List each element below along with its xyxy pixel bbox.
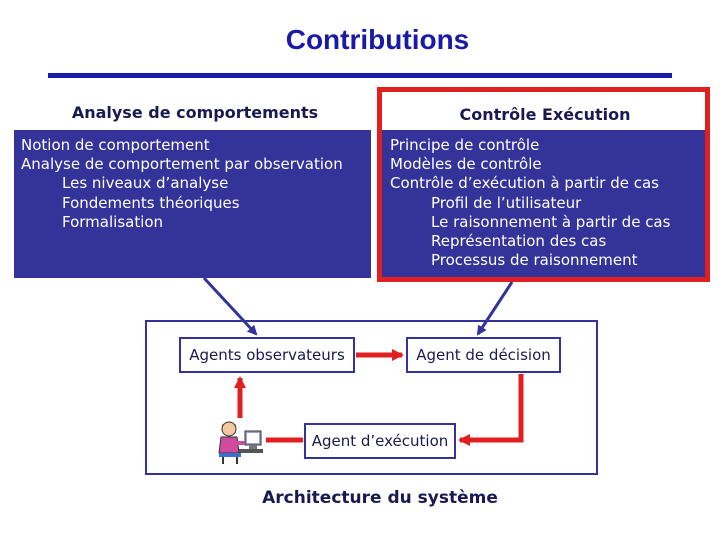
- panel-subline: Fondements théoriques: [62, 193, 240, 212]
- behavior-analysis-panel: Notion de comportement Analyse de compor…: [14, 130, 371, 278]
- panel-subline: Les niveaux d’analyse: [62, 174, 229, 193]
- agents-observateurs-box: Agents observateurs: [179, 337, 355, 373]
- arrow-panel-to-observers: [202, 276, 258, 336]
- panel-subline: Formalisation: [62, 212, 164, 231]
- architecture-caption: Architecture du système: [262, 488, 498, 508]
- title-underline: [48, 73, 672, 78]
- panel-line: Principe de contrôle: [390, 136, 540, 154]
- highlight-frame: [377, 87, 710, 282]
- panel-subline: Processus de raisonnement: [431, 251, 638, 270]
- panel-line: Analyse de comportement par observation: [21, 155, 343, 174]
- panel-subline: Profil de l’utilisateur: [431, 193, 582, 212]
- right-column-heading: Contrôle Exécution: [459, 105, 631, 124]
- arrow-decision-to-execution: [458, 374, 524, 446]
- panel-line: Contrôle d’exécution à partir de cas: [390, 174, 659, 193]
- agent-execution-box: Agent d’exécution: [304, 423, 456, 459]
- arrow-panel-to-decision: [476, 281, 514, 336]
- user-at-computer-icon: [218, 421, 263, 464]
- architecture-frame: [145, 320, 598, 475]
- execution-control-panel: Principe de contrôle Modèles de contrôle…: [380, 130, 707, 278]
- slide-title: Contributions: [285, 24, 470, 55]
- panel-line: Modèles de contrôle: [390, 155, 542, 174]
- left-column-heading: Analyse de comportements: [71, 103, 319, 122]
- panel-subline: Représentation des cas: [431, 232, 607, 251]
- agent-decision-box: Agent de décision: [406, 337, 561, 373]
- panel-subline: Le raisonnement à partir de cas: [431, 212, 671, 231]
- panel-line: Notion de comportement: [21, 136, 210, 154]
